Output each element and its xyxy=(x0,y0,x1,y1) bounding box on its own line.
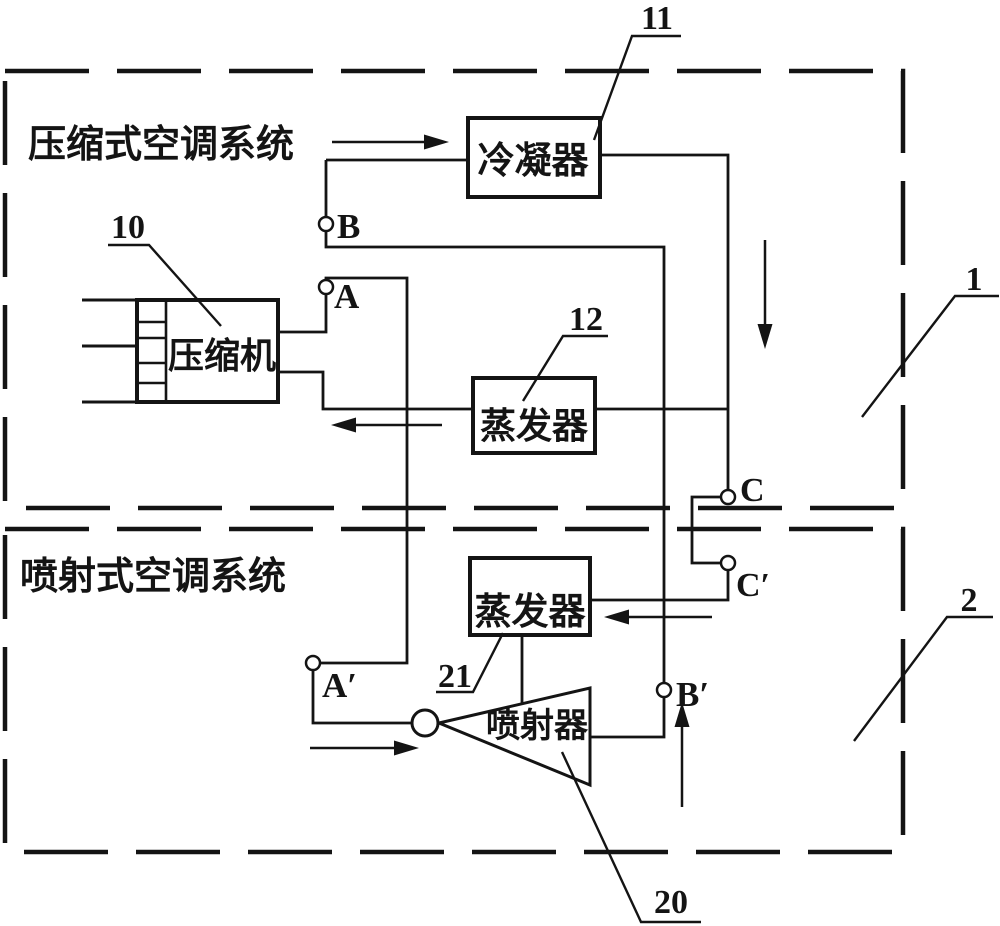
compressor-leads xyxy=(82,298,137,404)
ref-label-2: 2 xyxy=(961,582,978,619)
ref-label-1: 1 xyxy=(966,261,983,298)
system-2-title: 喷射式空调系统 xyxy=(20,556,286,598)
state-point-b-prime-circle xyxy=(655,681,673,699)
ejector-mixer-circle xyxy=(410,708,440,738)
leader-21 xyxy=(436,632,505,694)
condenser-box xyxy=(466,116,602,199)
state-point-b-circle xyxy=(317,215,335,233)
leader-11 xyxy=(592,34,681,141)
evaporator1-label: 蒸发器 xyxy=(480,406,589,446)
state-point-label-a: A xyxy=(334,277,360,316)
state-point-label-b: B xyxy=(337,207,360,246)
leader-12 xyxy=(521,334,608,402)
left-arrow-icon-2 xyxy=(604,609,629,625)
ref-label-21: 21 xyxy=(438,658,472,695)
condenser-label: 冷凝器 xyxy=(478,140,590,182)
system-1-border xyxy=(2,68,906,511)
ref-label-20: 20 xyxy=(654,884,688,921)
state-point-label-c: C xyxy=(740,472,765,509)
ejector-label: 喷射器 xyxy=(486,707,589,745)
ejector-triangle xyxy=(434,686,592,788)
pipe-condenser-outlet-c-c-prime xyxy=(590,153,730,602)
state-point-a-circle xyxy=(317,278,335,296)
leader-1 xyxy=(861,294,999,418)
ref-label-12: 12 xyxy=(569,301,603,338)
state-point-c-circle xyxy=(719,488,737,506)
system-1-title: 压缩式空调系统 xyxy=(28,124,294,166)
leader-10 xyxy=(108,243,222,327)
ref-label-10: 10 xyxy=(111,209,145,246)
leader-20 xyxy=(560,751,701,924)
evaporator1-box xyxy=(471,376,597,455)
left-arrow-icon xyxy=(331,417,356,433)
evaporator2-box xyxy=(468,556,592,637)
right-arrow-icon xyxy=(424,134,449,150)
system-2-border xyxy=(2,526,906,855)
state-point-c-prime-circle xyxy=(719,554,737,572)
state-point-label-c-prime: C′ xyxy=(736,567,770,604)
down-arrow-icon xyxy=(757,324,773,349)
up-arrow-icon xyxy=(674,702,690,727)
compressor-box xyxy=(135,298,280,404)
compressor-hatch xyxy=(137,300,168,402)
evaporator2-label: 蒸发器 xyxy=(475,591,587,633)
state-point-label-a-prime: A′ xyxy=(322,666,357,705)
compressor-label: 压缩机 xyxy=(168,336,276,376)
state-point-label-b-prime: B′ xyxy=(676,675,709,714)
ref-label-11: 11 xyxy=(641,0,673,37)
leader-2 xyxy=(853,615,993,742)
state-point-a-prime-circle xyxy=(304,654,322,672)
pipe-compressor-discharge-a-a-prime xyxy=(278,276,412,725)
right-arrow-icon-2 xyxy=(394,740,419,756)
pipe-evaporator1-to-compressor xyxy=(278,370,473,411)
